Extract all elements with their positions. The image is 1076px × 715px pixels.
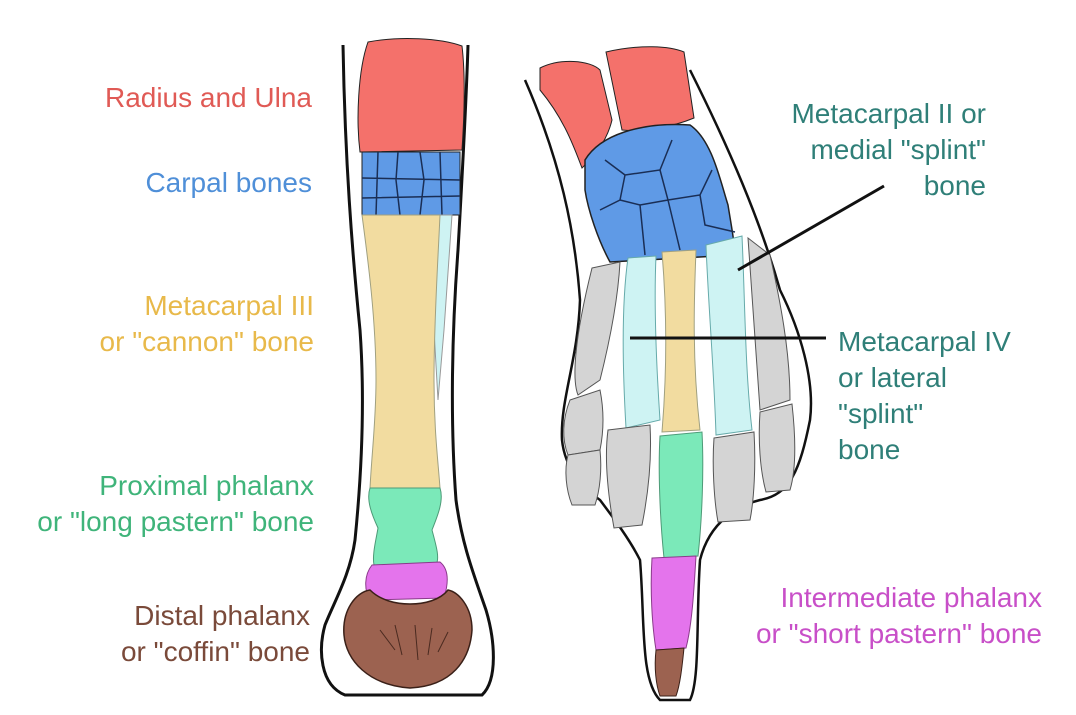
horse-carpal-bones <box>361 151 461 216</box>
label-metacarpal-iv: Metacarpal IV or lateral "splint" bone <box>838 326 1011 465</box>
horse-leg-outline <box>320 44 495 697</box>
label-carpal-bones: Carpal bones <box>145 167 312 198</box>
human-hand <box>523 46 813 702</box>
hand-carpal-bones <box>584 123 736 263</box>
hand-intermediate-phalanx <box>650 555 697 651</box>
hand-metacarpal-iv <box>705 235 753 436</box>
leader-line-metacarpal-ii <box>737 184 885 272</box>
horse-proximal-phalanx <box>368 487 442 566</box>
label-distal-phalanx: Distal phalanx or "coffin" bone <box>120 600 310 667</box>
hand-other-phalanges <box>563 389 796 529</box>
label-proximal-phalanx: Proximal phalanx or "long pastern" bone <box>37 470 314 537</box>
hand-metacarpal-v <box>747 236 791 411</box>
hand-proximal-phalanx <box>658 431 704 559</box>
horse-leg <box>320 38 495 697</box>
hand-metacarpal-ii <box>622 255 661 429</box>
horse-cannon-bone <box>361 214 441 489</box>
hand-thumb-metacarpal <box>574 261 621 396</box>
hand-distal-phalanx <box>654 647 685 697</box>
label-radius-ulna: Radius and Ulna <box>104 82 312 113</box>
label-metacarpal-ii: Metacarpal II or medial "splint" bone <box>791 98 986 201</box>
horse-intermediate-phalanx <box>365 561 448 601</box>
hand-metacarpal-iii <box>661 249 701 433</box>
horse-radius-ulna <box>357 38 465 153</box>
label-intermediate-phalanx: Intermediate phalanx or "short pastern" … <box>755 582 1042 649</box>
horse-distal-phalanx <box>343 589 473 689</box>
label-metacarpal-iii: Metacarpal III or "cannon" bone <box>99 290 314 357</box>
